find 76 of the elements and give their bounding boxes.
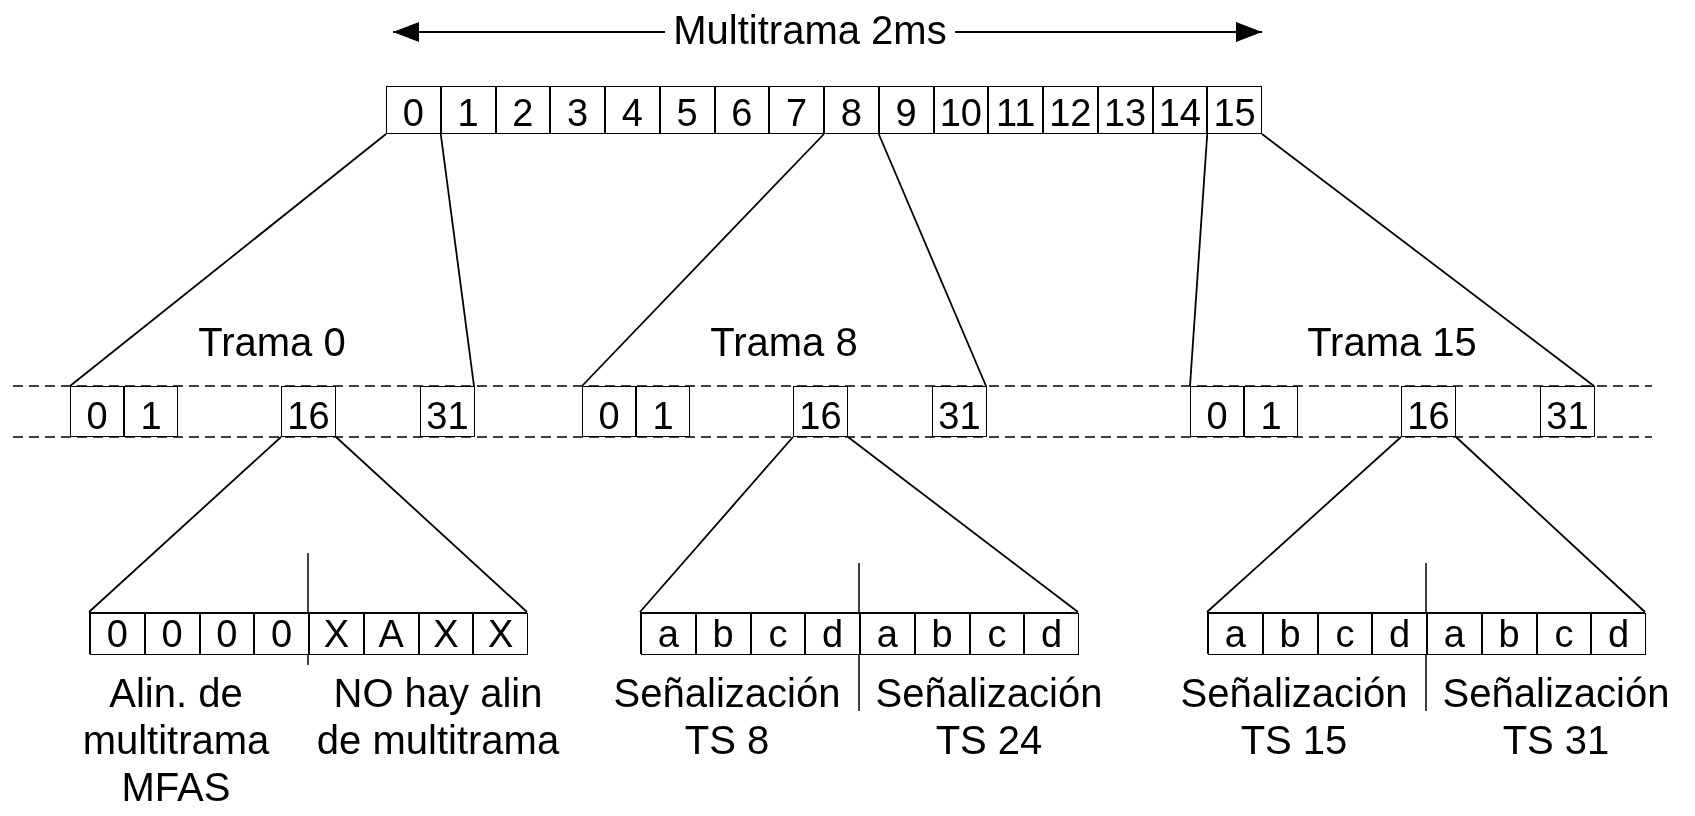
expansion-line: [69, 133, 387, 387]
slot-cell: c: [969, 613, 1025, 655]
expansion-line: [335, 436, 528, 613]
slot-cell: 1: [124, 386, 178, 437]
slot-cell: d: [1591, 613, 1646, 655]
slot-cell: b: [914, 613, 970, 655]
slot-cell: 10: [933, 86, 989, 134]
frame-heading: Trama 15: [1306, 319, 1478, 366]
slot-cell: 0: [144, 613, 200, 655]
field-caption: Señalización TS 8: [612, 670, 842, 764]
slot-cell: 13: [1097, 86, 1153, 134]
slot-cell: 2: [495, 86, 551, 134]
slot-cell: 16: [281, 386, 336, 437]
slot-cell: c: [1317, 613, 1373, 655]
slot-cell: b: [1481, 613, 1537, 655]
field-caption: Señalización TS 24: [874, 670, 1104, 764]
slot-cell: 0: [582, 386, 636, 437]
slot-cell: 11: [988, 86, 1043, 134]
slot-cell: 3: [550, 86, 605, 134]
slot-cell: 31: [932, 386, 987, 437]
slot-cell: d: [1024, 613, 1079, 655]
expansion-line: [581, 133, 825, 387]
slot-cell: 5: [659, 86, 715, 134]
expansion-line: [847, 436, 1079, 613]
slot-cell: 4: [605, 86, 660, 134]
field-caption: Señalización TS 31: [1441, 670, 1671, 764]
bit-field: [89, 612, 527, 654]
slot-cell: 8: [824, 86, 879, 134]
slot-cell: 14: [1152, 86, 1208, 134]
expansion-line: [1455, 436, 1646, 613]
expansion-line: [1206, 436, 1402, 613]
slot-cell: 16: [793, 386, 848, 437]
slot-cell: 31: [1540, 386, 1595, 437]
slot-cell: d: [805, 613, 860, 655]
expansion-line: [877, 133, 987, 387]
slot-cell: a: [860, 613, 915, 655]
slot-cell: A: [363, 613, 419, 655]
bit-field: [640, 612, 1078, 654]
field-caption: Señalización TS 15: [1179, 670, 1409, 764]
frame-heading: Trama 0: [197, 319, 347, 366]
slot-cell: 6: [714, 86, 770, 134]
expansion-line: [1261, 133, 1595, 387]
slot-cell: 12: [1043, 86, 1098, 134]
frame-heading: Trama 8: [709, 319, 859, 366]
slot-cell: 31: [420, 386, 475, 437]
slot-cell: 1: [440, 86, 496, 134]
slot-cell: c: [1536, 613, 1592, 655]
expansion-line: [439, 133, 475, 387]
slot-cell: 1: [636, 386, 690, 437]
slot-cell: 15: [1207, 86, 1262, 134]
expansion-line: [1189, 133, 1209, 387]
slot-cell: a: [641, 613, 696, 655]
slot-cell: 1: [1244, 386, 1298, 437]
slot-cell: X: [418, 613, 474, 655]
slot-cell: 0: [70, 386, 124, 437]
field-caption: NO hay alin de multitrama: [315, 670, 561, 764]
slot-cell: d: [1372, 613, 1427, 655]
slot-cell: b: [1262, 613, 1318, 655]
slot-cell: 0: [199, 613, 255, 655]
slot-cell: X: [473, 613, 528, 655]
slot-cell: c: [750, 613, 806, 655]
slot-cell: 9: [878, 86, 934, 134]
slot-cell: 0: [90, 613, 145, 655]
slot-cell: 0: [254, 613, 309, 655]
slot-cell: a: [1208, 613, 1263, 655]
expansion-line: [639, 436, 794, 613]
expansion-line: [88, 436, 282, 613]
slot-cell: 16: [1401, 386, 1456, 437]
slot-cell: a: [1427, 613, 1482, 655]
slot-cell: 7: [769, 86, 824, 134]
slot-cell: b: [695, 613, 751, 655]
slot-cell: 0: [386, 86, 441, 134]
slot-cell: 0: [1190, 386, 1244, 437]
slot-cell: X: [309, 613, 364, 655]
field-caption: Alin. de multitrama MFAS: [81, 670, 271, 811]
bit-field: [1207, 612, 1645, 654]
